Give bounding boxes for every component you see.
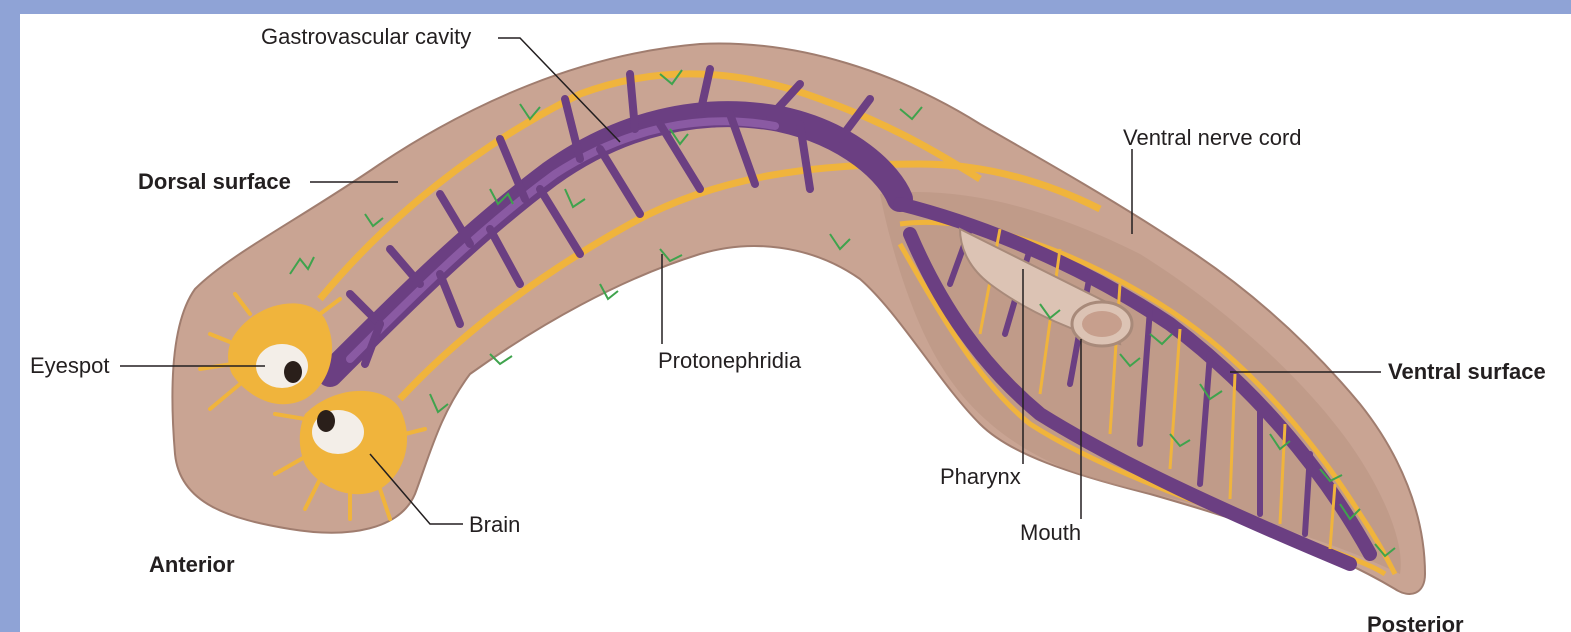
label-protonephridia: Protonephridia	[658, 350, 801, 372]
mouth-inner	[1082, 311, 1122, 337]
label-mouth: Mouth	[1020, 522, 1081, 544]
label-ventral-surface: Ventral surface	[1388, 361, 1546, 383]
label-dorsal-surface: Dorsal surface	[138, 171, 291, 193]
label-pharynx: Pharynx	[940, 466, 1021, 488]
label-gastrovascular-cavity: Gastrovascular cavity	[261, 26, 471, 48]
label-ventral-nerve-cord: Ventral nerve cord	[1123, 127, 1302, 149]
label-anterior: Anterior	[149, 554, 235, 576]
eyespot-lower-pigment	[317, 410, 335, 432]
label-posterior: Posterior	[1367, 614, 1464, 632]
eyespot-upper-pigment	[284, 361, 302, 383]
diagram-frame: Gastrovascular cavity Dorsal surface Ven…	[20, 14, 1571, 632]
label-eyespot: Eyespot	[30, 355, 110, 377]
flatworm-anatomy-illustration	[20, 14, 1571, 632]
label-brain: Brain	[469, 514, 520, 536]
